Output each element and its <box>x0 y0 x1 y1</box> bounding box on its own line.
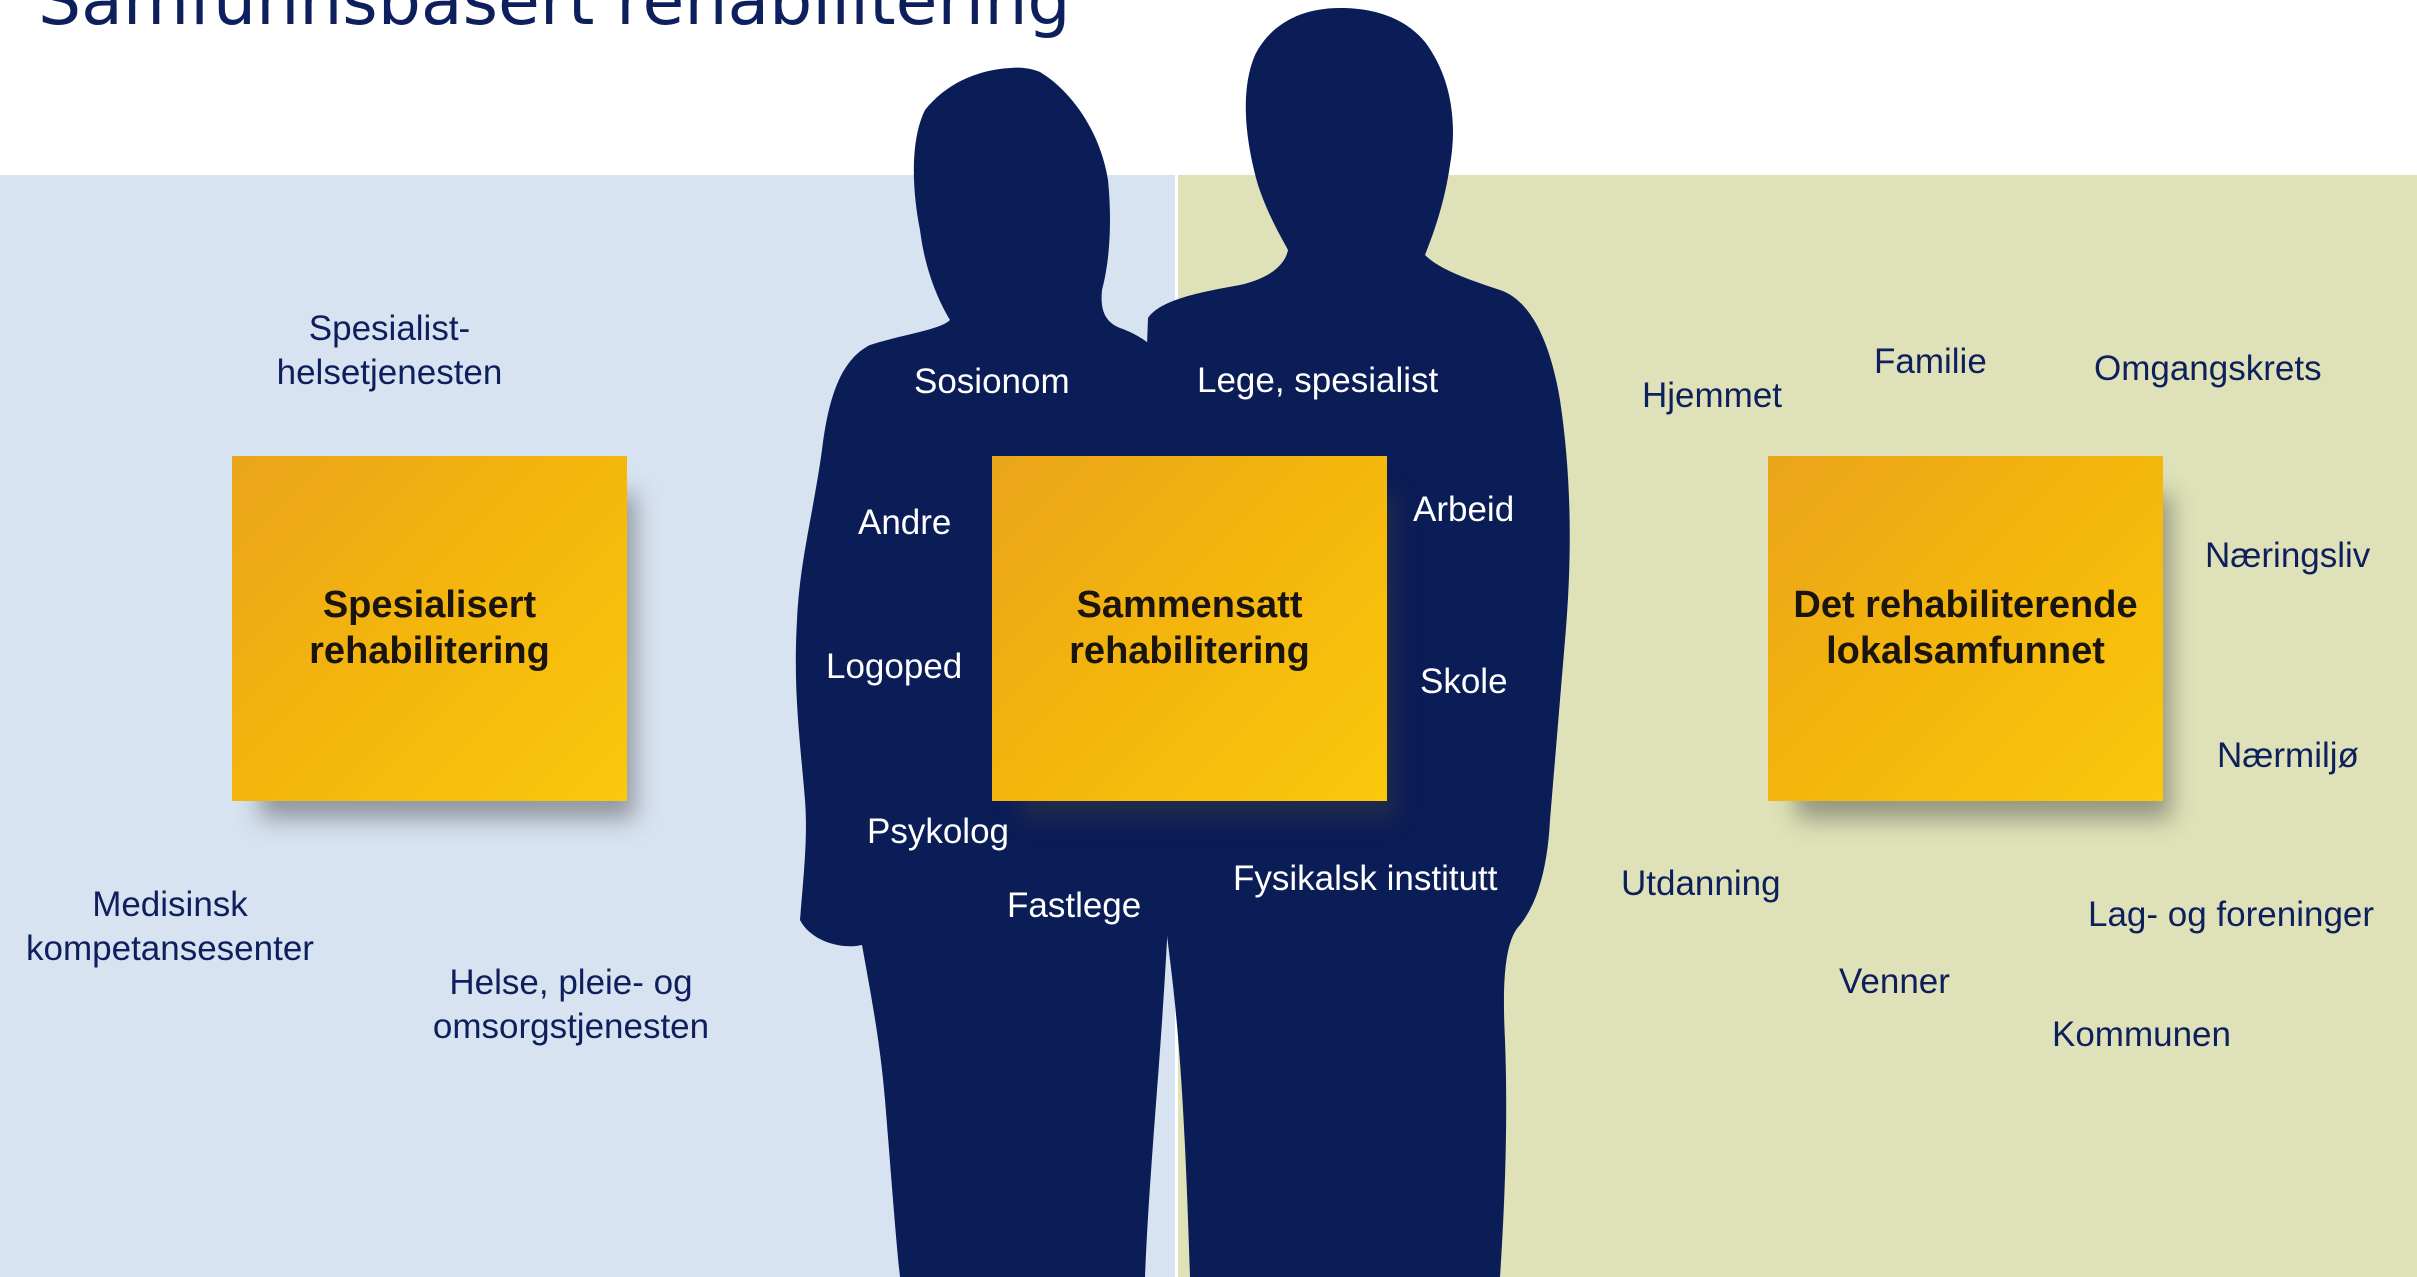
label-sosionom: Sosionom <box>914 362 1070 401</box>
note-community-rehab-label: Det rehabiliterende lokalsamfunnet <box>1793 583 2138 672</box>
note-combined-rehab-label: Sammensatt rehabilitering <box>1069 583 1310 672</box>
label-fastlege: Fastlege <box>1007 886 1142 925</box>
label-lag-og-foreninger: Lag- og foreninger <box>2088 895 2375 934</box>
note-community-rehab: Det rehabiliterende lokalsamfunnet <box>1768 456 2163 801</box>
label-medisinsk-kompetansesenter: Medisinsk kompetansesenter <box>26 885 314 968</box>
woman-silhouette <box>795 67 1175 1277</box>
label-naermiljo: Nærmiljø <box>2217 736 2359 775</box>
label-logoped: Logoped <box>826 647 963 686</box>
page-title: Samfunnsbasert rehabilitering <box>38 0 1071 41</box>
label-arbeid: Arbeid <box>1413 490 1515 529</box>
label-familie: Familie <box>1874 342 1987 381</box>
label-naeringsliv: Næringsliv <box>2205 536 2371 575</box>
label-utdanning: Utdanning <box>1621 864 1781 903</box>
label-hjemmet: Hjemmet <box>1642 376 1783 415</box>
note-specialized-rehab: Spesialisert rehabilitering <box>232 456 627 801</box>
label-spesialisthelsetjenesten: Spesialist- helsetjenesten <box>276 309 503 392</box>
label-helse-pleie-omsorg: Helse, pleie- og omsorgstjenesten <box>432 963 710 1046</box>
label-omgangskrets: Omgangskrets <box>2094 349 2322 388</box>
label-lege-spesialist: Lege, spesialist <box>1197 361 1439 400</box>
label-andre: Andre <box>858 503 952 542</box>
label-kommunen: Kommunen <box>2052 1015 2231 1054</box>
label-psykolog: Psykolog <box>867 812 1010 851</box>
label-fysikalsk-institutt: Fysikalsk institutt <box>1233 859 1498 898</box>
label-venner: Venner <box>1839 962 1950 1001</box>
note-specialized-rehab-label: Spesialisert rehabilitering <box>309 583 550 672</box>
label-skole: Skole <box>1420 662 1508 701</box>
note-combined-rehab: Sammensatt rehabilitering <box>992 456 1387 801</box>
